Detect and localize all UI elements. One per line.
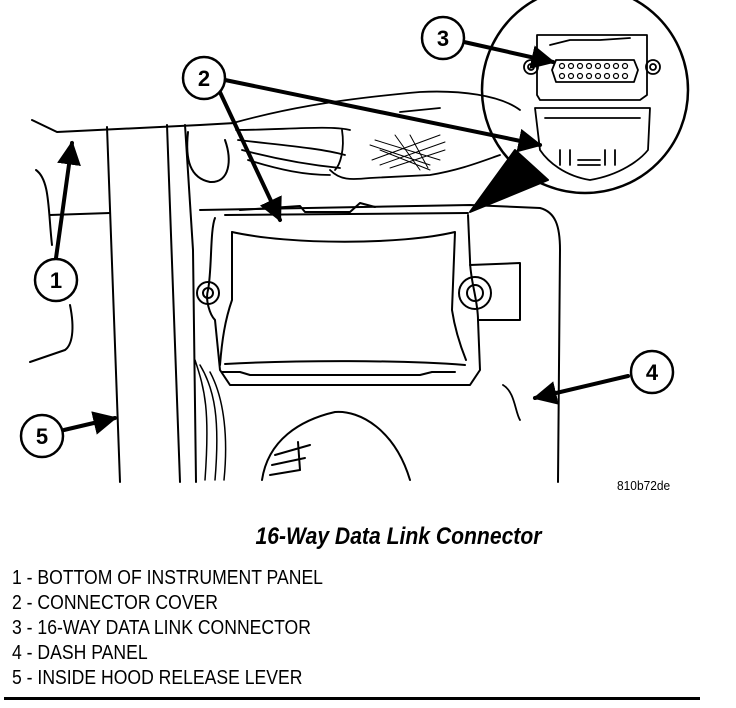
callout-number: 3	[437, 26, 449, 51]
callout-2: 2	[181, 55, 227, 101]
leader-2b	[223, 78, 543, 153]
leader-4	[532, 374, 630, 405]
legend-item: 1 - BOTTOM OF INSTRUMENT PANEL	[12, 567, 323, 589]
legend-item: 3 - 16-WAY DATA LINK CONNECTOR	[12, 617, 311, 639]
callout-number: 5	[36, 424, 48, 449]
leader-3	[462, 40, 556, 69]
callout-number: 1	[50, 268, 62, 293]
legend-item: 5 - INSIDE HOOD RELEASE LEVER	[12, 667, 303, 689]
callout-1: 1	[33, 257, 79, 303]
callout-number: 2	[198, 66, 210, 91]
bottom-rule	[4, 697, 700, 700]
dash-panel	[199, 204, 561, 483]
figure-caption: 16-Way Data Link Connector	[0, 523, 736, 551]
legend-item: 4 - DASH PANEL	[12, 642, 148, 664]
dlc-pins	[558, 62, 629, 80]
illustration: 1 2 3 4 5	[19, 0, 690, 483]
figure-code: 810b72de	[617, 478, 671, 493]
callout-3: 3	[420, 15, 466, 61]
harness-tape-hatching	[369, 134, 446, 171]
callout-number: 4	[646, 360, 659, 385]
dlc-connector-detail	[523, 34, 661, 181]
kick-panel-pillar	[106, 124, 230, 483]
callout-4: 4	[629, 349, 675, 395]
callout-5: 5	[19, 413, 65, 459]
caption-text: 16-Way Data Link Connector	[255, 523, 541, 550]
connector-cover	[196, 202, 492, 386]
leader-5	[62, 411, 118, 435]
leader-1	[54, 140, 81, 260]
instrument-panel-bottom	[29, 119, 236, 363]
leader-2a	[216, 86, 282, 223]
wiring-harness	[232, 90, 521, 180]
detail-circle	[480, 0, 690, 195]
magnifier-wedge	[469, 149, 549, 213]
steering-column	[261, 410, 411, 481]
legend-item: 2 - CONNECTOR COVER	[12, 592, 219, 614]
legend-list: 1 - BOTTOM OF INSTRUMENT PANEL 2 - CONNE…	[12, 566, 365, 691]
left-wires	[194, 359, 227, 481]
dash-panel-mark	[502, 384, 521, 421]
leader-arrows	[54, 40, 630, 435]
